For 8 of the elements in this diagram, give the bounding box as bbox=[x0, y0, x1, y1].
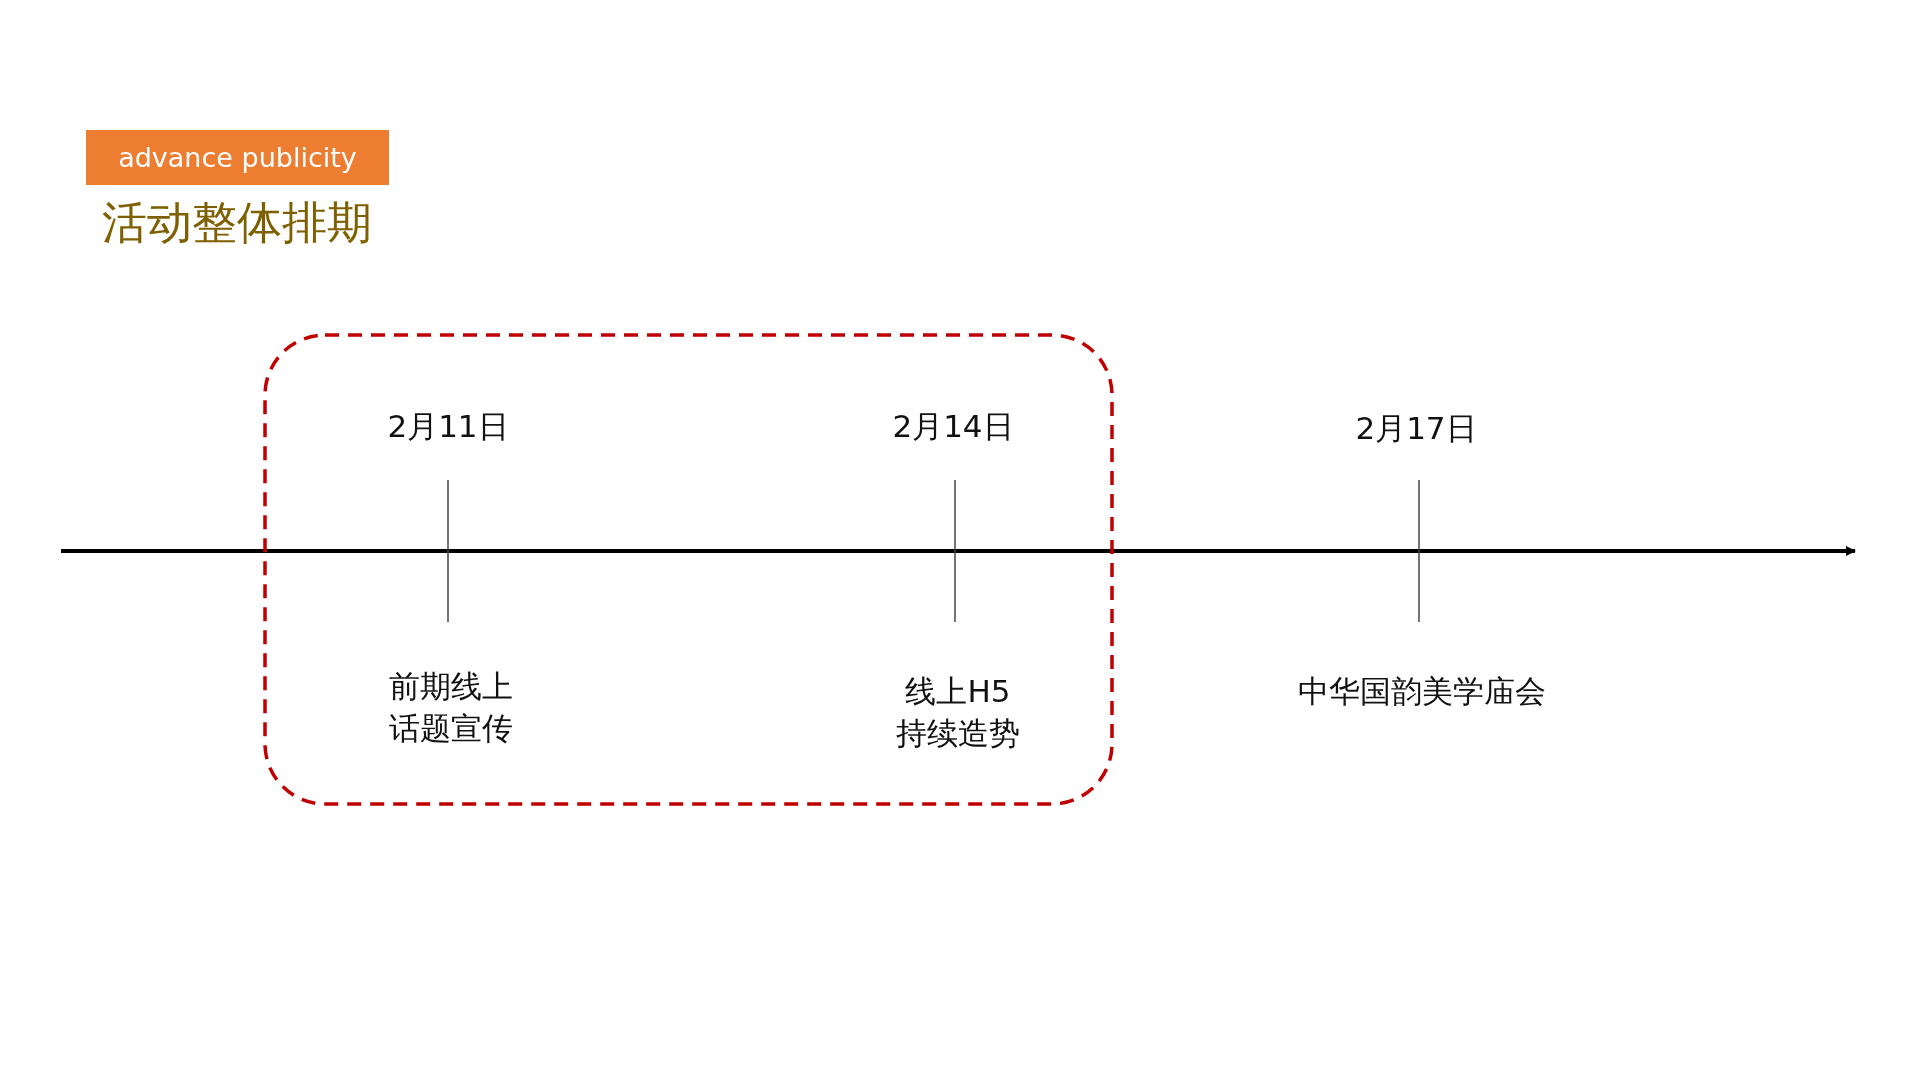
date-label: 2月14日 bbox=[892, 407, 1014, 446]
event-label: 线上H5持续造势 bbox=[895, 672, 1021, 753]
date-label: 2月17日 bbox=[1355, 409, 1477, 448]
title: 活动整体排期 bbox=[102, 195, 372, 251]
tag-banner: advance publicity bbox=[86, 130, 389, 185]
event-label: 中华国韵美学庙会 bbox=[1298, 672, 1546, 711]
date-label: 2月11日 bbox=[387, 407, 509, 446]
event-label: 前期线上话题宣传 bbox=[388, 667, 514, 748]
